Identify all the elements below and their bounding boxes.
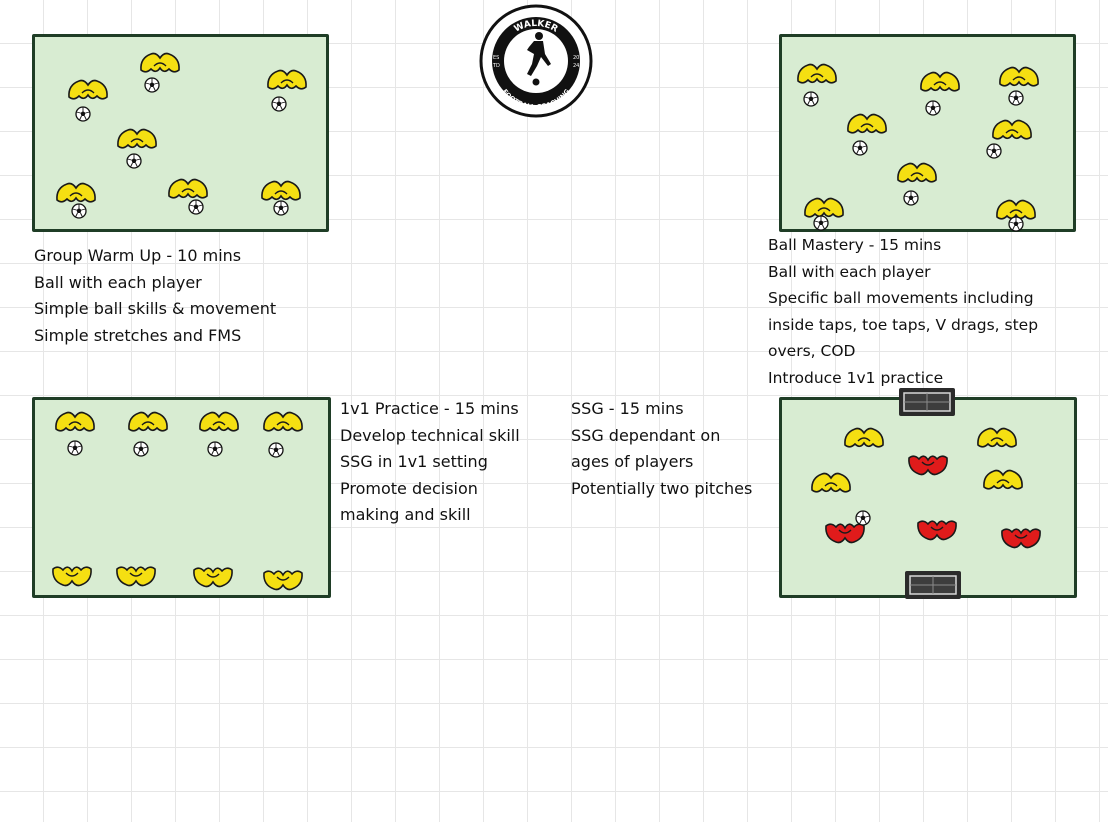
1v1-text: 1v1 Practice - 15 mins Develop technical… (340, 396, 520, 529)
goal-bottom-icon (905, 571, 961, 599)
warm-up-line: Simple ball skills & movement (34, 299, 277, 318)
logo-est-left-2: TD (492, 63, 500, 69)
yellow-cone-icon (897, 162, 937, 183)
yellow-cone-icon (804, 197, 844, 218)
yellow-cone-icon (52, 566, 92, 587)
yellow-cone-icon (267, 69, 307, 90)
ball-mastery-line-title: Ball Mastery - 15 mins (768, 236, 942, 254)
football-icon (903, 190, 919, 206)
ssg-line: Potentially two pitches (571, 478, 753, 498)
ball-mastery-line: Ball with each player (768, 262, 931, 281)
red-cone-icon (908, 455, 948, 476)
football-icon (75, 106, 91, 122)
football-icon (71, 203, 87, 219)
logo-year-right: 20 (573, 55, 579, 61)
ball-mastery-line: Specific ball movements including (768, 289, 1034, 307)
football-icon (207, 441, 223, 457)
yellow-cone-icon (797, 63, 837, 84)
football-icon (1008, 216, 1024, 232)
football-icon (803, 91, 819, 107)
football-icon (855, 510, 871, 526)
football-icon (188, 199, 204, 215)
football-icon (852, 140, 868, 156)
yellow-cone-icon (128, 411, 168, 432)
yellow-cone-icon (117, 128, 157, 149)
yellow-cone-icon (847, 113, 887, 134)
warm-up-line: Ball with each player (34, 272, 202, 292)
logo-name-text: WALKER (513, 19, 560, 35)
yellow-cone-icon (263, 411, 303, 432)
yellow-cone-icon (140, 52, 180, 73)
yellow-cone-icon (996, 199, 1036, 220)
ball-mastery-line: inside taps, toe taps, V drags, step (768, 315, 1039, 334)
football-icon (268, 442, 284, 458)
red-cone-icon (1001, 528, 1041, 549)
football-icon (813, 215, 829, 231)
yellow-cone-icon (199, 411, 239, 432)
ball-mastery-line: overs, COD (768, 342, 856, 360)
1v1-line: making and skill (340, 505, 471, 524)
ssg-line-title: SSG - 15 mins (571, 399, 684, 418)
ball-mastery-text: Ball Mastery - 15 mins Ball with each pl… (768, 232, 1038, 391)
warm-up-text: Group Warm Up - 10 mins Ball with each p… (34, 243, 276, 349)
football-icon (126, 153, 142, 169)
yellow-cone-icon (168, 178, 208, 199)
football-icon (133, 441, 149, 457)
yellow-cone-icon (56, 182, 96, 203)
goal-top-icon (899, 388, 955, 416)
logo-est-left: ES (493, 55, 499, 61)
football-icon (144, 77, 160, 93)
ssg-line: ages of players (571, 452, 694, 471)
ssg-text: SSG - 15 mins SSG dependant on ages of p… (571, 396, 752, 502)
football-icon (271, 96, 287, 112)
football-icon (1008, 90, 1024, 106)
logo-year-right-2: 24 (573, 63, 579, 69)
yellow-cone-icon (116, 566, 156, 587)
warm-up-line-title: Group Warm Up - 10 mins (34, 246, 242, 265)
red-cone-icon (825, 523, 865, 544)
yellow-cone-icon (983, 469, 1023, 490)
yellow-cone-icon (977, 427, 1017, 448)
player-silhouette-icon (527, 32, 551, 86)
yellow-cone-icon (263, 570, 303, 591)
ball-mastery-line: Introduce 1v1 practice (768, 368, 944, 387)
1v1-line: Promote decision (340, 478, 478, 498)
1v1-line: Develop technical skill (340, 425, 520, 445)
yellow-cone-icon (193, 567, 233, 588)
pitch-ssg (779, 397, 1077, 598)
football-icon (273, 200, 289, 216)
yellow-cone-icon (920, 71, 960, 92)
1v1-line-title: 1v1 Practice - 15 mins (340, 399, 519, 418)
yellow-cone-icon (68, 79, 108, 100)
yellow-cone-icon (999, 66, 1039, 87)
football-icon (925, 100, 941, 116)
ssg-line: SSG dependant on (571, 425, 721, 445)
yellow-cone-icon (55, 411, 95, 432)
football-icon (986, 143, 1002, 159)
yellow-cone-icon (844, 427, 884, 448)
yellow-cone-icon (261, 180, 301, 201)
red-cone-icon (917, 520, 957, 541)
football-icon (67, 440, 83, 456)
yellow-cone-icon (811, 472, 851, 493)
warm-up-line: Simple stretches and FMS (34, 325, 242, 345)
1v1-line: SSG in 1v1 setting (340, 452, 488, 471)
yellow-cone-icon (992, 119, 1032, 140)
walker-football-coaching-logo: WALKER FOOTBALL COACHING ES TD 20 24 (479, 4, 593, 118)
